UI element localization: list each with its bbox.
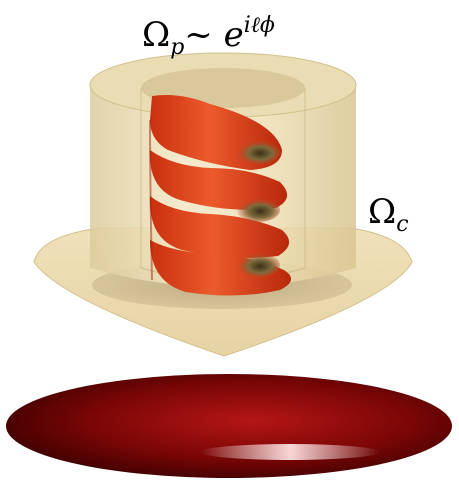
probe-field-label: Ωp~ eiℓϕ [142, 6, 275, 68]
coupling-field-label: Ωc [368, 192, 409, 245]
probe-tilde: ~ [184, 15, 213, 55]
coupling-omega-symbol: Ω [368, 192, 397, 232]
helical-phase-front [149, 95, 292, 296]
probe-exponent: iℓϕ [243, 13, 275, 38]
coupling-subscript: c [396, 212, 409, 237]
probe-omega-symbol: Ω [142, 15, 171, 55]
probe-exponential-base: e [223, 15, 244, 55]
probe-subscript: p [170, 35, 185, 60]
atomic-cloud [6, 374, 452, 478]
